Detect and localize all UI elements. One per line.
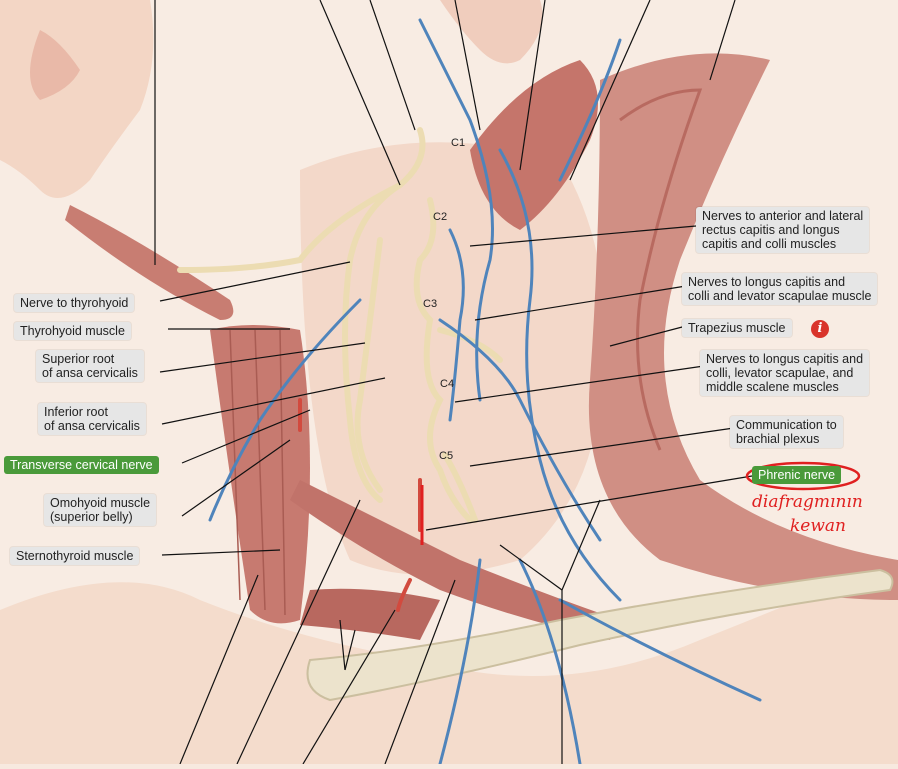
segment-label-c3: C3 [423, 298, 438, 310]
label-thyrohyoid-muscle[interactable]: Thyrohyoid muscle [14, 322, 131, 340]
segment-label-c4: C4 [440, 378, 455, 390]
label-communication-brachial[interactable]: Communication to brachial plexus [730, 416, 843, 448]
label-inferior-root[interactable]: Inferior root of ansa cervicalis [38, 403, 146, 435]
label-sternothyroid-muscle[interactable]: Sternothyroid muscle [10, 547, 140, 565]
annotation-circle [745, 461, 861, 491]
info-icon[interactable]: i [811, 320, 829, 338]
segment-label-c2: C2 [433, 211, 448, 223]
handwritten-note-line1: diafragmının [752, 492, 863, 512]
label-transverse-cervical-nerve[interactable]: Transverse cervical nerve [4, 456, 159, 474]
label-nerve-to-thyrohyoid[interactable]: Nerve to thyrohyoid [14, 294, 135, 312]
segment-label-c1: C1 [451, 137, 466, 149]
label-phrenic-nerve[interactable]: Phrenic nerve [752, 466, 842, 484]
label-omohyoid-muscle[interactable]: Omohyoid muscle (superior belly) [44, 494, 157, 526]
label-nerves-longus-scalene[interactable]: Nerves to longus capitis and colli, leva… [700, 350, 870, 396]
label-nerves-rectus-capitis[interactable]: Nerves to anterior and lateral rectus ca… [696, 207, 870, 253]
segment-label-c5: C5 [439, 450, 454, 462]
label-trapezius-muscle[interactable]: Trapezius muscle [682, 319, 792, 337]
handwritten-note-line2: kewan [790, 516, 846, 536]
label-nerves-longus-levator[interactable]: Nerves to longus capitis and colli and l… [682, 273, 878, 305]
label-superior-root[interactable]: Superior root of ansa cervicalis [36, 350, 144, 382]
